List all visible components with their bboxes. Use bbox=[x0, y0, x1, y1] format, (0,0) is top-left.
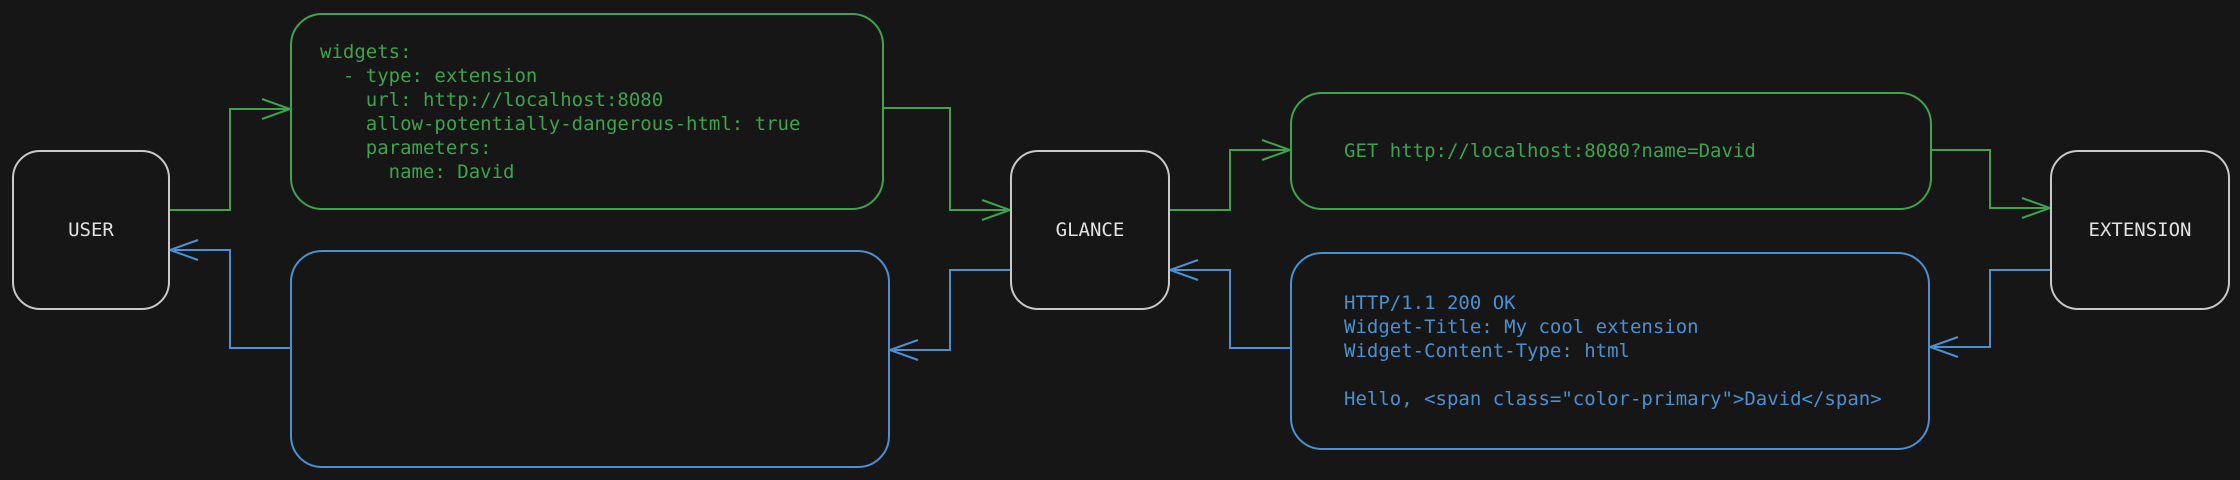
arrow-extension-to-response bbox=[1927, 269, 2050, 358]
glance-node: GLANCE bbox=[1010, 150, 1170, 310]
config-yaml-code: widgets: - type: extension url: http://l… bbox=[320, 40, 801, 183]
arrow-user-to-config bbox=[170, 98, 293, 211]
http-request-code: GET http://localhost:8080?name=David bbox=[1344, 140, 1756, 162]
arrow-request-to-extension bbox=[1932, 149, 2053, 219]
arrow-response-to-glance bbox=[1167, 259, 1290, 349]
arrow-config-to-glance bbox=[884, 107, 1013, 221]
arrow-glance-to-request bbox=[1170, 139, 1293, 211]
http-request-box: GET http://localhost:8080?name=David bbox=[1290, 92, 1932, 210]
http-response-box: HTTP/1.1 200 OK Widget-Title: My cool ex… bbox=[1290, 252, 1930, 450]
http-response-code: HTTP/1.1 200 OK Widget-Title: My cool ex… bbox=[1344, 292, 1882, 410]
extension-node: EXTENSION bbox=[2050, 150, 2230, 310]
extension-node-label: EXTENSION bbox=[2088, 219, 2192, 241]
glance-node-label: GLANCE bbox=[1055, 219, 1125, 241]
arrow-widget-to-user bbox=[167, 239, 290, 349]
arrow-glance-to-widget bbox=[887, 269, 1010, 361]
user-node: USER bbox=[12, 150, 170, 310]
config-yaml-box: widgets: - type: extension url: http://l… bbox=[290, 13, 884, 210]
user-node-label: USER bbox=[68, 219, 114, 241]
widget-preview-box: MY COOL EXTENSION Hello, David bbox=[290, 250, 890, 468]
